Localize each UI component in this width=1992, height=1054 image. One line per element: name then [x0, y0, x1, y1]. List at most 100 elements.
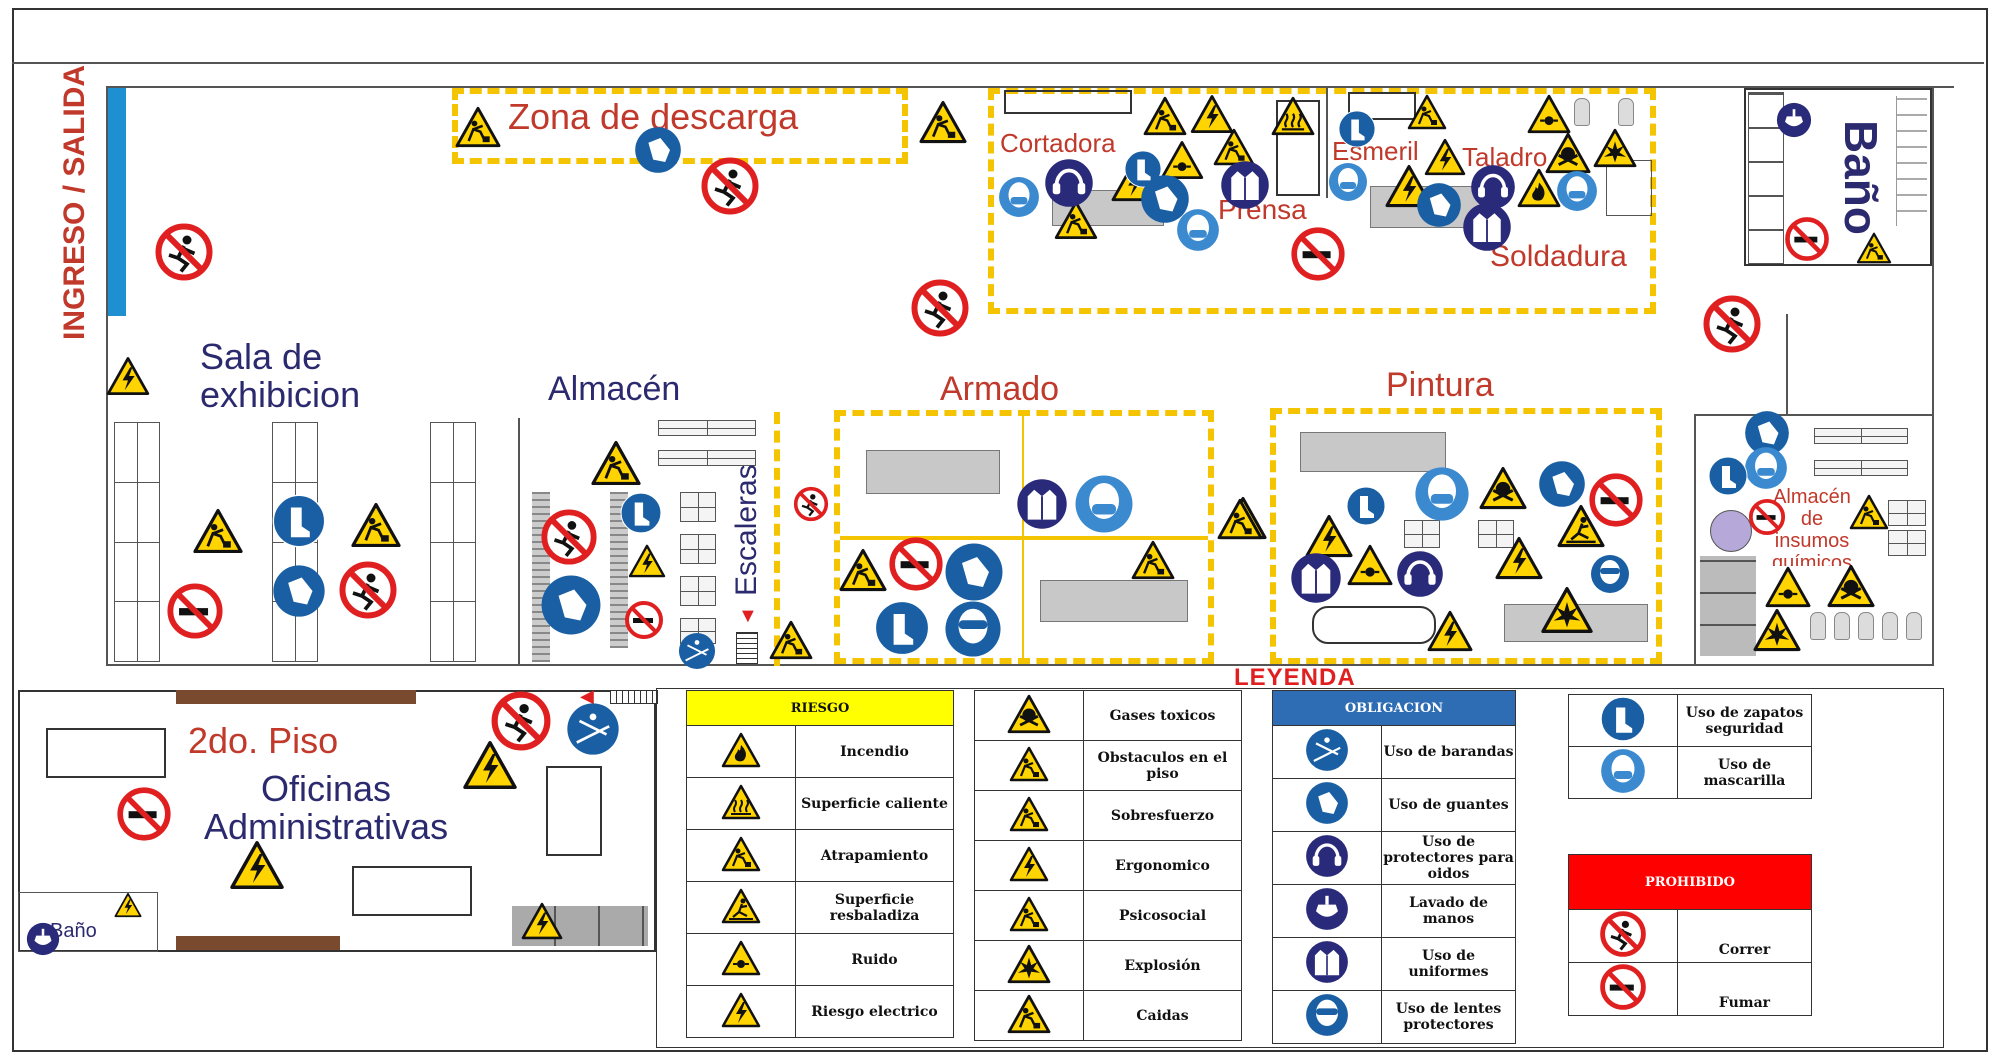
electrical-warning-icon	[712, 992, 770, 1028]
legend-label: Superficie resbaladiza	[795, 881, 954, 934]
wall-panel-2	[176, 936, 340, 950]
mask-mandatory-icon	[1328, 162, 1368, 202]
gloves-mandatory-icon	[540, 574, 602, 636]
gloves-mandatory-icon	[1416, 182, 1462, 228]
bano-top-sinks	[1896, 96, 1927, 226]
legend-icon-cell	[1568, 746, 1678, 799]
desk-1	[46, 728, 166, 778]
handrail-mandatory-icon	[1305, 728, 1349, 772]
no-smoking-icon	[1290, 226, 1346, 282]
zone-oficinas-label: Oficinas Administrativas	[204, 768, 449, 847]
warning-electrical-icon	[228, 840, 286, 890]
no-smoking-icon	[1784, 216, 1830, 262]
no-running-icon	[1702, 294, 1762, 354]
stairs-2	[610, 690, 658, 704]
legend-icon-cell	[1568, 909, 1678, 963]
machine-outline-1	[1004, 90, 1132, 114]
warning-electrical-icon	[1494, 536, 1544, 580]
gas-cylinder	[1882, 612, 1898, 640]
machine-outline-3	[1348, 92, 1416, 120]
no-smoking-icon	[624, 600, 664, 640]
warning-floor-obstacle-icon	[1856, 232, 1892, 264]
gloves-mandatory-icon	[1538, 460, 1586, 508]
floor-obstacle-warning-icon	[1000, 746, 1058, 782]
legend-icon-cell	[974, 740, 1084, 791]
uniform-mandatory-icon	[1016, 478, 1068, 530]
legend-icon-cell	[686, 933, 796, 986]
legend-frame	[656, 688, 1944, 1048]
legend-icon-cell	[974, 940, 1084, 991]
entrapment-warning-icon	[712, 836, 770, 872]
gloves-mandatory-icon	[634, 126, 682, 174]
warning-electrical-icon	[1426, 610, 1474, 652]
warning-floor-obstacle-icon	[590, 440, 642, 486]
building-outer-wall	[106, 86, 1954, 88]
warning-hot-surface-icon	[1270, 96, 1316, 136]
no-running-icon	[490, 690, 552, 752]
gas-cylinder	[1810, 612, 1826, 640]
no-smoking-icon	[1748, 498, 1786, 536]
warning-electrical-icon	[628, 544, 666, 578]
zone-segundo-piso-label: 2do. Piso	[188, 720, 339, 761]
wall-panel-1	[176, 690, 416, 704]
zone-armado-box	[834, 410, 1214, 664]
legend-icon-cell	[686, 829, 796, 882]
safety-boots-mandatory-icon	[620, 492, 662, 534]
legend-label: Ergonomico	[1083, 840, 1242, 891]
uniform-mandatory-icon	[1290, 552, 1342, 604]
overexertion-warning-icon	[1000, 796, 1058, 832]
legend-prohibido-header: PROHIBIDO	[1568, 854, 1812, 910]
desk-2	[352, 866, 472, 916]
legend-icon-cell	[686, 985, 796, 1038]
no-running-icon	[700, 156, 760, 216]
legend-obligacion2-table: Uso de zapatos seguridad Uso de mascaril…	[1568, 694, 1812, 799]
legend-label: Uso de protectores para oidos	[1381, 831, 1516, 885]
warning-entrapment-icon	[1142, 96, 1188, 136]
safety-boots-mandatory-icon	[1600, 696, 1646, 742]
warning-electrical-icon	[106, 356, 150, 396]
mask-mandatory-icon	[998, 176, 1040, 218]
legend-label: Explosión	[1083, 940, 1242, 991]
zone-taladro-label: Taladro	[1462, 142, 1548, 172]
warning-floor-obstacle-icon	[918, 100, 968, 144]
page-frame	[12, 8, 1988, 1052]
legend-icon-cell	[686, 725, 796, 778]
no-smoking-icon	[116, 786, 172, 842]
almacen-rack-2	[610, 492, 628, 648]
gas-cylinder	[1574, 98, 1590, 126]
gloves-mandatory-icon	[272, 564, 326, 618]
gloves-mandatory-icon	[1305, 781, 1349, 825]
zone-bano-bottom-label: Baño	[50, 920, 97, 942]
sala-rack-3	[430, 422, 476, 662]
pintura-bin-2	[1478, 520, 1514, 548]
pintura-table-1	[1300, 432, 1446, 472]
legend-label: Psicosocial	[1083, 890, 1242, 941]
noise-warning-icon	[712, 940, 770, 976]
legend-icon-cell	[974, 990, 1084, 1041]
pintura-bin-1	[1404, 520, 1440, 548]
armado-divider-h	[840, 536, 1208, 540]
mask-mandatory-icon	[1744, 446, 1788, 490]
almacen-bin-a	[680, 492, 716, 522]
almacen-bin-c	[680, 576, 716, 606]
legend-label: Sobresfuerzo	[1083, 790, 1242, 841]
zone-sala-label: Sala de exhibicion	[200, 336, 361, 415]
no-running-icon	[338, 560, 398, 620]
legend-label: Correr	[1677, 909, 1812, 963]
zone-taller-box	[988, 88, 1656, 314]
goggles-mandatory-icon	[1590, 554, 1630, 594]
legend-label: Uso de barandas	[1381, 725, 1516, 779]
hot-surface-warning-icon	[712, 784, 770, 820]
legend-label: Uso de zapatos seguridad	[1677, 694, 1812, 747]
no-smoking-icon	[1599, 963, 1647, 1011]
hand-washing-mandatory-icon	[1776, 102, 1812, 138]
bano-bottom-room	[18, 892, 158, 952]
desk-3	[546, 766, 602, 856]
almacen-yellow-edge	[774, 412, 780, 666]
legend-icon-cell	[1568, 962, 1678, 1016]
warning-noise-icon	[1346, 544, 1394, 586]
legend-icon-cell	[1272, 725, 1382, 779]
legend-label: Lavado de manos	[1381, 884, 1516, 938]
zone-armado-label: Armado	[940, 370, 1060, 408]
insumos-upper-wall	[1786, 314, 1788, 414]
